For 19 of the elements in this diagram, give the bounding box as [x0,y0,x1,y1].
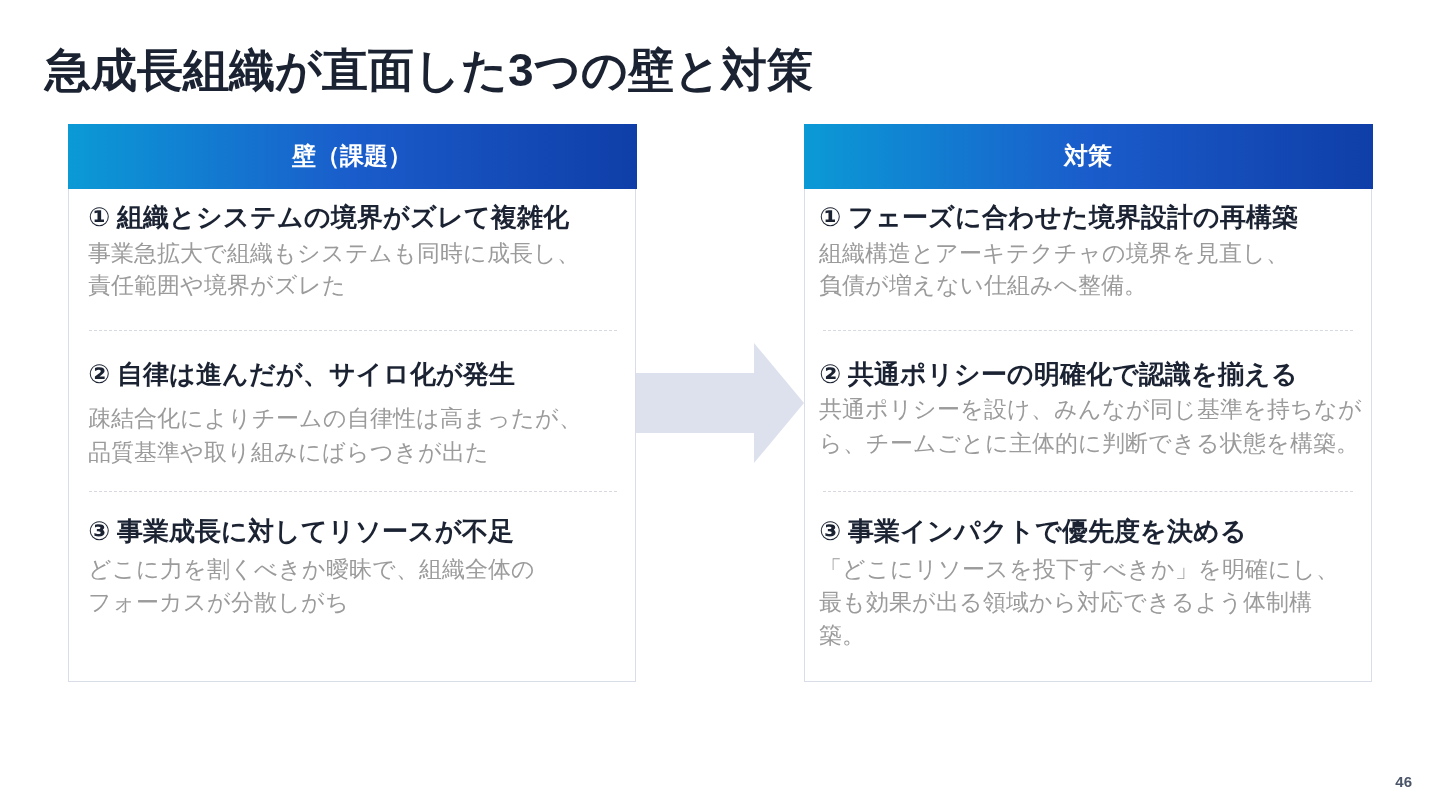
item-heading: ② 自律は進んだが、サイロ化が発生 [88,358,516,391]
item-heading: ③ 事業インパクトで優先度を決める [819,515,1248,548]
item-heading: ③ 事業成長に対してリソースが不足 [88,515,515,548]
arrow [636,343,804,463]
item-heading: ① 組織とシステムの境界がズレて複雑化 [88,201,570,234]
item-description: 疎結合化によりチームの自律性は高まったが、品質基準や取り組みにばらつきが出た [88,404,583,467]
item-description: 共通ポリシーを設け、みんなが同じ基準を持ちながら、チームごとに主体的に判断できる状態を構築。 [819,395,1363,458]
item-description: 組織構造とアーキテクチャの境界を見直し、負債が増えない仕組みへ整備。 [819,239,1290,300]
panel-header: 対策 [803,123,1373,189]
item-description: どこに力を割くべきか曖昧で、組織全体のフォーカスが分散しがち [88,555,536,617]
item-heading: ② 共通ポリシーの明確化で認識を揃える [819,358,1299,391]
panel-header: 壁（課題） [67,123,637,189]
panel-card [68,124,636,682]
item-description: 事業急拡大で組織もシステムも同時に成長し、責任範囲や境界がズレた [88,239,581,300]
item-description: 「どこにリソースを投下すべきか」を明確にし、最も効果が出る領域から対応できるよう体制構築。 [819,555,1340,650]
slide-title: 急成長組織が直面した3つの壁と対策 [45,43,813,98]
item-heading: ① フェーズに合わせた境界設計の再構築 [819,201,1299,234]
page-number: 46 [1395,772,1412,792]
panel-card [804,124,1372,682]
